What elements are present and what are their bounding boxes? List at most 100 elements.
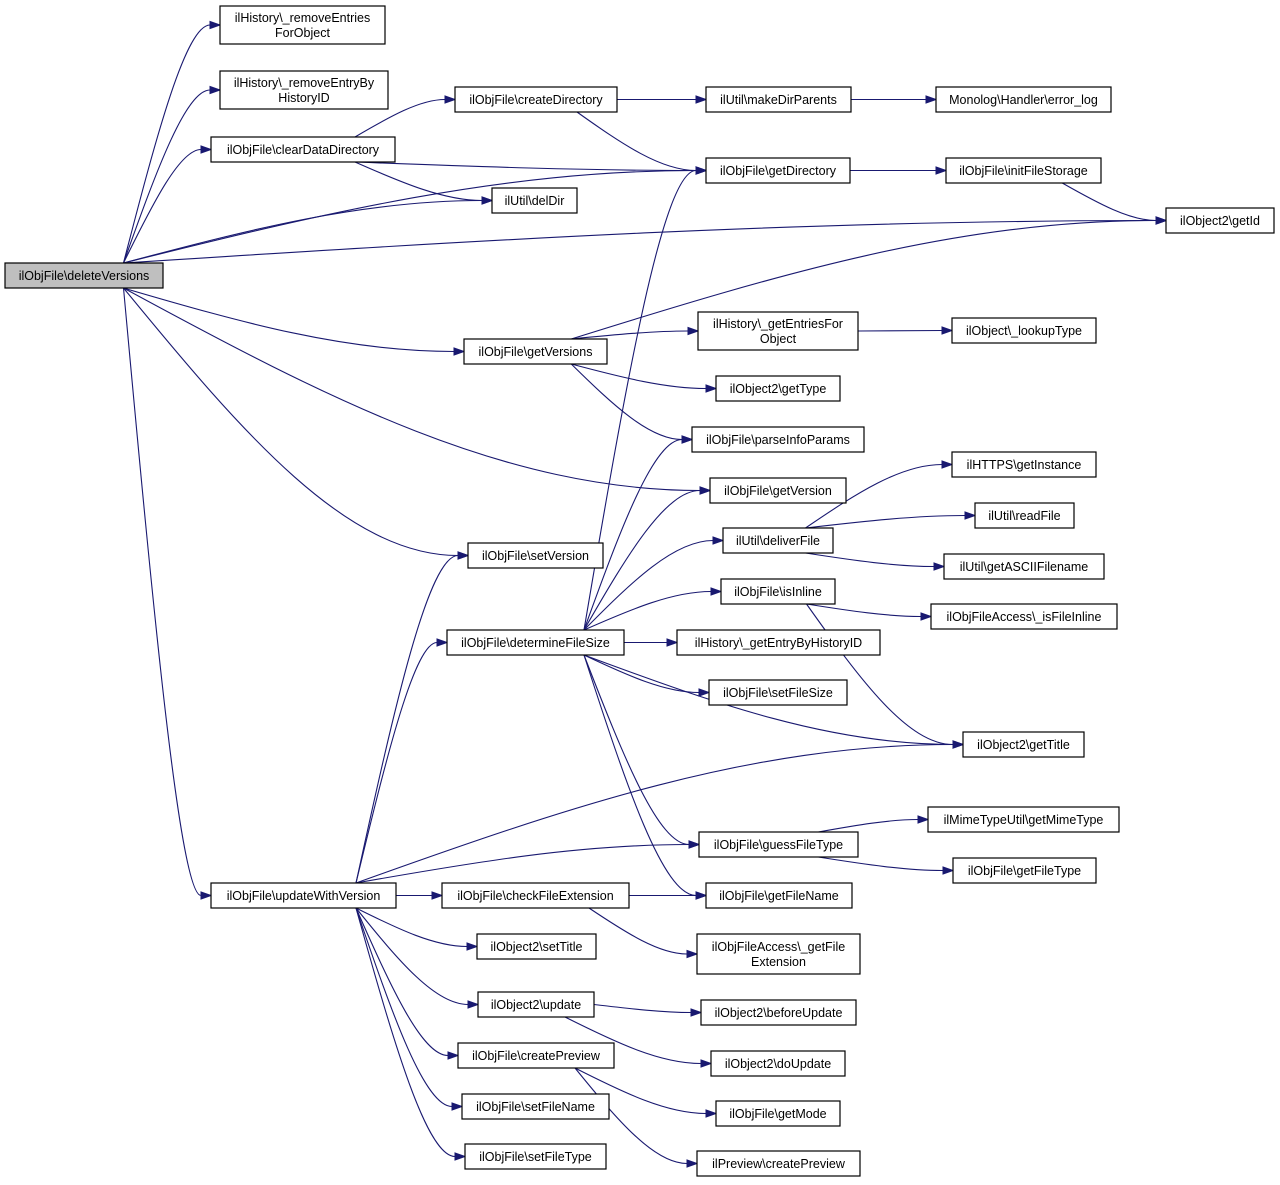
node-update-with-version[interactable]: ilObjFile\updateWithVersion: [210, 882, 397, 909]
edge-check-file-extension-to-get-file-name: [628, 891, 708, 900]
node-box: [951, 451, 1097, 478]
node-box: [446, 629, 625, 656]
node-create-directory[interactable]: ilObjFile\createDirectory: [454, 86, 618, 113]
edge-create-preview-to-preview-create-preview: [574, 1067, 699, 1168]
node-parse-info-params[interactable]: ilObjFile\parseInfoParams: [691, 426, 865, 453]
node-delete-versions[interactable]: ilObjFile\deleteVersions: [4, 262, 164, 289]
node-set-file-type[interactable]: ilObjFile\setFileType: [464, 1143, 607, 1170]
edge-line: [583, 169, 697, 631]
edge-delete-versions-to-del-dir: [123, 196, 494, 264]
arrowhead: [467, 1000, 480, 1009]
node-get-entry-by-history-id[interactable]: ilHistory\_getEntryByHistoryID: [676, 629, 881, 656]
node-set-version[interactable]: ilObjFile\setVersion: [467, 542, 604, 569]
node-box: [491, 187, 578, 214]
edge-update-to-do-update: [564, 1016, 713, 1068]
node-is-file-inline[interactable]: ilObjFileAccess\_isFileInline: [930, 603, 1118, 630]
node-label: ilUtil\getASCIIFilename: [960, 560, 1089, 574]
node-guess-file-type[interactable]: ilObjFile\guessFileType: [698, 831, 859, 858]
node-label: ilObjFile\determineFileSize: [461, 636, 610, 650]
edge-line: [805, 463, 943, 529]
node-do-update[interactable]: ilObject2\doUpdate: [710, 1050, 846, 1077]
edge-create-preview-to-get-mode: [574, 1067, 718, 1118]
node-lookup-type[interactable]: ilObject\_lookupType: [951, 317, 1097, 344]
edge-line: [593, 1003, 692, 1014]
edge-determine-file-size-to-parse-info-params: [583, 435, 694, 631]
edge-check-file-extension-to-get-file-extension: [588, 907, 699, 959]
node-box: [700, 999, 857, 1026]
node-check-file-extension[interactable]: ilObjFile\checkFileExtension: [441, 882, 630, 909]
node-label: ilObject2\setTitle: [491, 940, 583, 954]
arrowhead: [925, 95, 938, 104]
edge-line: [123, 199, 483, 264]
node-create-preview[interactable]: ilObjFile\createPreview: [457, 1042, 615, 1069]
node-get-title[interactable]: ilObject2\getTitle: [962, 731, 1085, 758]
node-get-file-type[interactable]: ilObjFile\getFileType: [952, 857, 1097, 884]
node-get-file-name[interactable]: ilObjFile\getFileName: [705, 882, 853, 909]
node-is-inline[interactable]: ilObjFile\isInline: [720, 578, 836, 605]
node-box: [705, 882, 853, 909]
node-label: ilObjFile\deleteVersions: [19, 269, 150, 283]
node-set-file-size[interactable]: ilObjFile\setFileSize: [708, 679, 848, 706]
node-make-dir-parents[interactable]: ilUtil\makeDirParents: [705, 86, 852, 113]
node-del-dir[interactable]: ilUtil\delDir: [491, 187, 578, 214]
edge-line: [576, 111, 697, 172]
node-get-asciifilename[interactable]: ilUtil\getASCIIFilename: [943, 553, 1105, 580]
node-label: ilObjFile\getMode: [729, 1107, 826, 1121]
node-get-versions[interactable]: ilObjFile\getVersions: [463, 338, 608, 365]
edge-line: [588, 907, 688, 955]
node-label: ilHistory\_removeEntryBy: [234, 76, 375, 90]
node-box: [943, 553, 1105, 580]
node-set-title[interactable]: ilObject2\setTitle: [476, 933, 597, 960]
edge-line: [583, 489, 701, 631]
node-box: [715, 1100, 841, 1127]
node-preview-create-preview[interactable]: ilPreview\createPreview: [696, 1150, 861, 1177]
node-box: [945, 157, 1102, 184]
node-determine-file-size[interactable]: ilObjFile\determineFileSize: [446, 629, 625, 656]
node-label: ilObjFile\parseInfoParams: [706, 433, 850, 447]
edge-make-dir-parents-to-error-log: [851, 95, 938, 104]
node-update[interactable]: ilObject2\update: [477, 991, 595, 1018]
node-init-file-storage[interactable]: ilObjFile\initFileStorage: [945, 157, 1102, 184]
node-box: [463, 338, 608, 365]
node-get-id[interactable]: ilObject2\getId: [1165, 207, 1275, 234]
edge-deliver-file-to-get-asciifilename: [805, 552, 946, 571]
edge-get-versions-to-get-entries-for-object: [571, 326, 700, 340]
node-get-mime-type[interactable]: ilMimeTypeUtil\getMimeType: [927, 806, 1120, 833]
edge-update-with-version-to-set-title: [355, 907, 479, 951]
node-get-type[interactable]: ilObject2\getType: [715, 375, 841, 402]
node-get-mode[interactable]: ilObjFile\getMode: [715, 1100, 841, 1127]
node-label: ilHistory\_removeEntries: [235, 11, 370, 25]
node-get-version[interactable]: ilObjFile\getVersion: [709, 477, 847, 504]
edge-layer: [122, 20, 1168, 1168]
node-get-instance[interactable]: ilHTTPS\getInstance: [951, 451, 1097, 478]
node-box: [705, 157, 851, 184]
node-error-log[interactable]: Monolog\Handler\error_log: [935, 86, 1112, 113]
node-label: ilObjFile\isInline: [734, 585, 822, 599]
node-box: [708, 679, 848, 706]
edge-deliver-file-to-read-file: [805, 511, 977, 529]
node-deliver-file[interactable]: ilUtil\deliverFile: [722, 527, 834, 554]
edge-line: [123, 219, 1157, 264]
node-box: [705, 86, 852, 113]
arrowhead: [436, 638, 449, 647]
edge-create-directory-to-get-directory: [576, 111, 708, 175]
node-label: Object: [760, 332, 797, 346]
node-before-update[interactable]: ilObject2\beforeUpdate: [700, 999, 857, 1026]
edge-line: [571, 363, 707, 390]
node-set-file-name[interactable]: ilObjFile\setFileName: [461, 1093, 610, 1120]
node-read-file[interactable]: ilUtil\readFile: [974, 502, 1075, 529]
arrowhead: [200, 891, 213, 900]
edge-line: [857, 329, 943, 332]
node-box: [1165, 207, 1275, 234]
node-label: ilObject2\getType: [730, 382, 827, 396]
node-label: ilUtil\deliverFile: [736, 534, 820, 548]
edge-line: [1061, 182, 1157, 222]
node-get-directory[interactable]: ilObjFile\getDirectory: [705, 157, 851, 184]
node-clear-data-directory[interactable]: ilObjFile\clearDataDirectory: [210, 136, 396, 163]
edge-line: [583, 654, 954, 746]
